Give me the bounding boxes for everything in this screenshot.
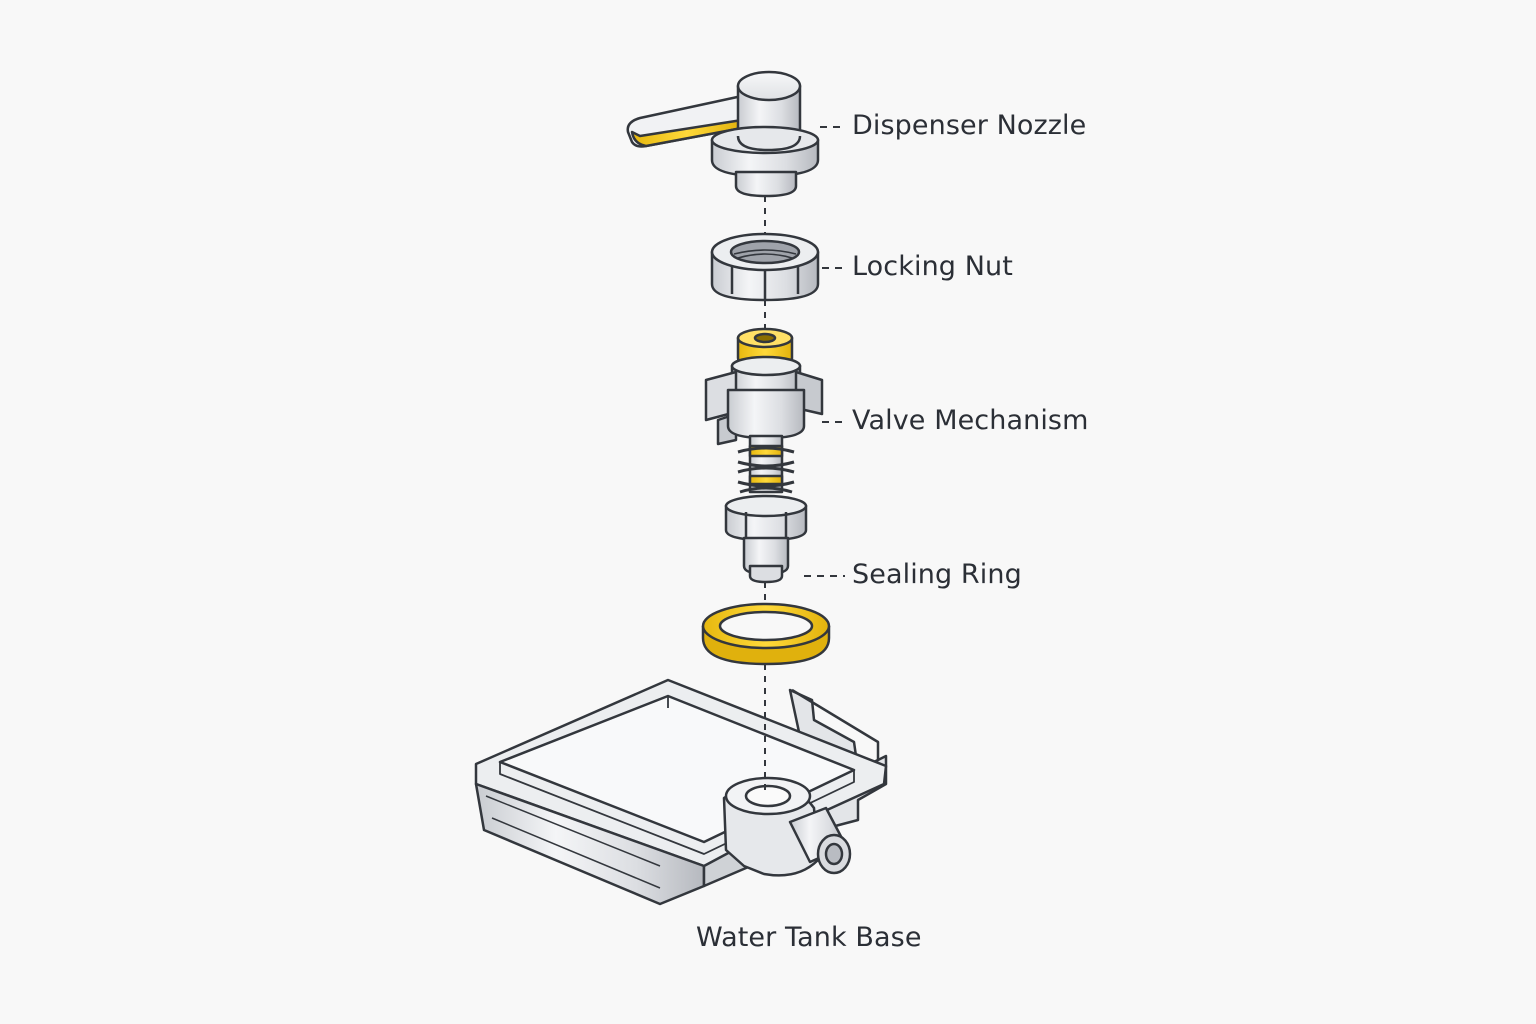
locking-nut-part [710, 232, 820, 302]
label-valve-mechanism: Valve Mechanism [852, 405, 1089, 436]
label-dispenser-nozzle: Dispenser Nozzle [852, 110, 1087, 141]
label-locking-nut: Locking Nut [852, 251, 1013, 282]
sealing-ring-part [701, 602, 831, 666]
label-water-tank-base: Water Tank Base [696, 922, 922, 953]
water-tank-base-part [474, 678, 888, 906]
label-sealing-ring: Sealing Ring [852, 559, 1022, 590]
valve-mechanism-part [704, 327, 824, 584]
dispenser-nozzle-part [626, 70, 820, 198]
leader-lines [804, 126, 845, 577]
